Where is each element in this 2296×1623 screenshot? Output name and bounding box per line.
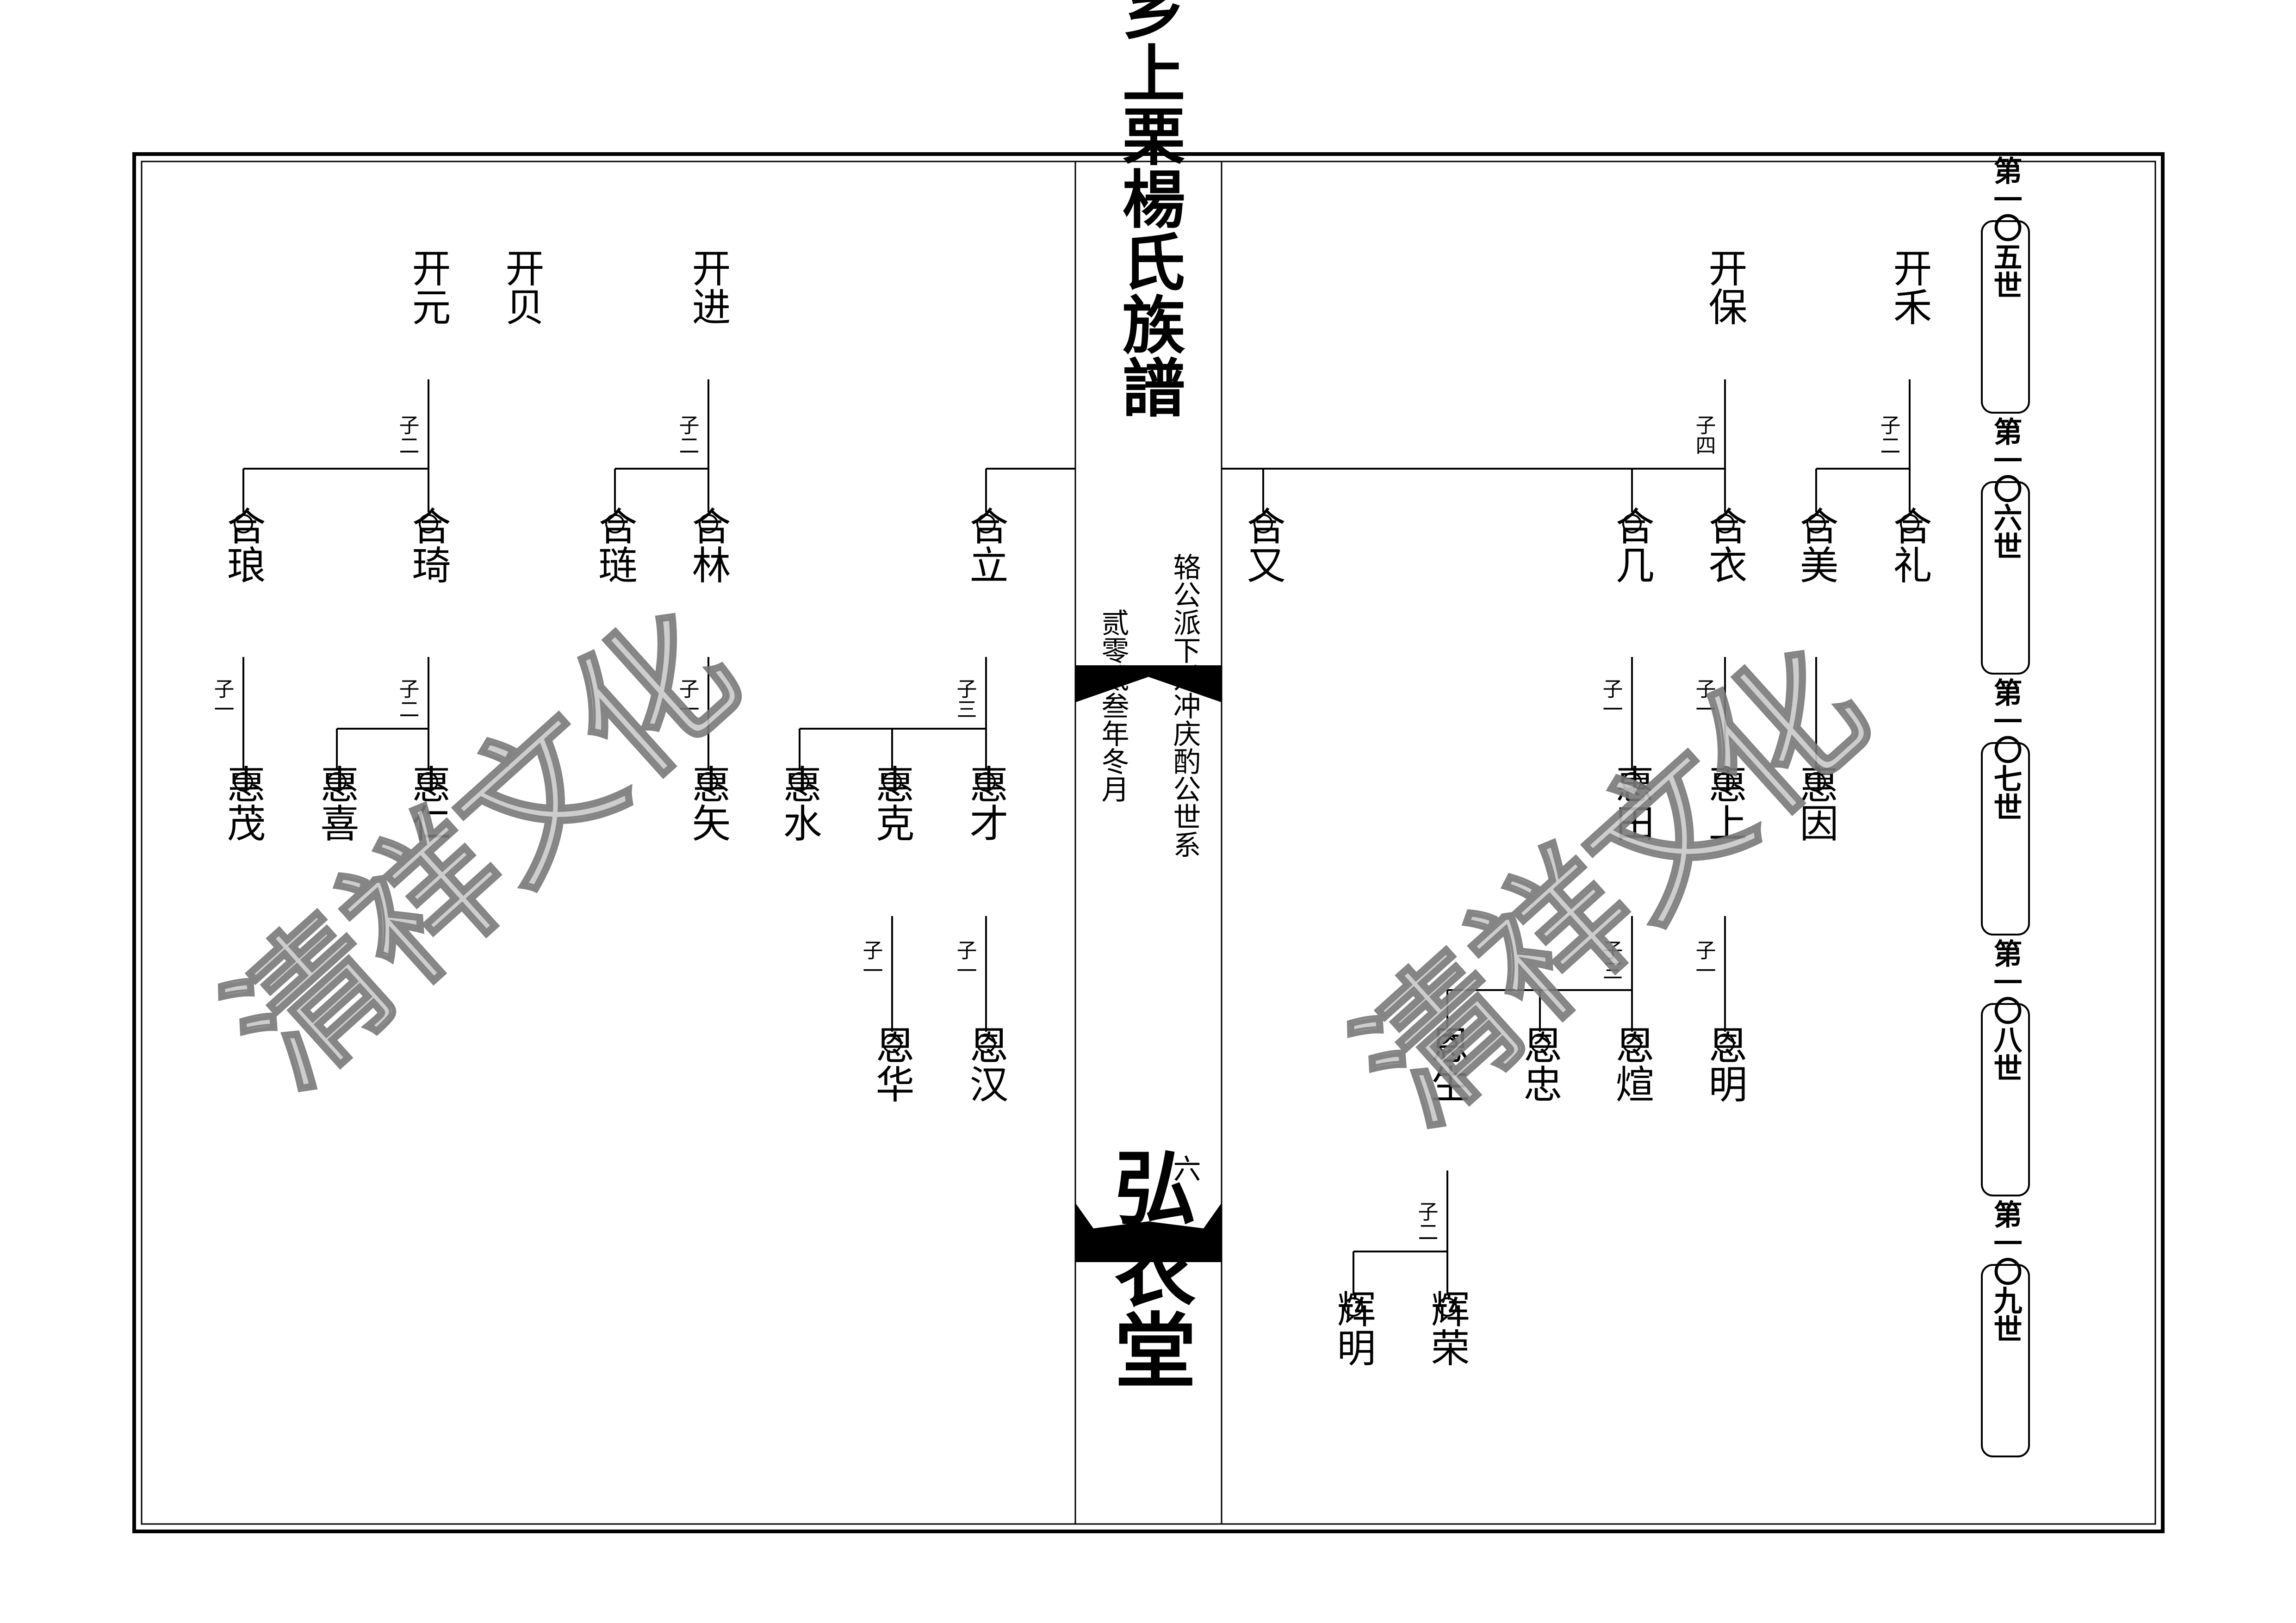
compile-date: 贰零贰叁年冬月 bbox=[1097, 608, 1129, 803]
child-count-en-sheng: 子二 bbox=[1415, 1201, 1438, 1242]
generation-badge-109: 第一〇九世 bbox=[1989, 1200, 2023, 1343]
person-hui-shui: 惠水 bbox=[777, 764, 822, 842]
person-en-xuan: 恩煊 bbox=[1609, 1025, 1655, 1103]
child-count-he-lang: 子一 bbox=[211, 678, 234, 719]
person-he-lian: 合琏 bbox=[592, 506, 638, 584]
hall-name: 弘农堂 bbox=[1101, 1146, 1197, 1390]
inner-border bbox=[141, 161, 2156, 1525]
generation-badge-107: 第一〇七世 bbox=[1989, 678, 2023, 821]
person-en-han: 恩汉 bbox=[963, 1025, 1009, 1103]
node-markers bbox=[234, 514, 1919, 1317]
generation-badges: 第一〇五世 第一〇六世 第一〇七世 第一〇八世 第一〇九世 bbox=[1981, 156, 2030, 1457]
child-count-kai-yuan: 子二 bbox=[396, 415, 419, 455]
lineage-text: 辂公派下对冲庆酌公世系 bbox=[1168, 553, 1201, 858]
person-he-qi: 合琦 bbox=[406, 506, 451, 584]
center-spine: 萍乡上栗楊氏族譜 辂公派下对冲庆酌公世系 贰零贰叁年冬月 六 弘农堂 bbox=[1074, 0, 1222, 1524]
person-hui-shang: 惠上 bbox=[1702, 764, 1748, 842]
book-title: 萍乡上栗楊氏族譜 bbox=[1111, 0, 1185, 418]
person-kai-yuan: 开元 bbox=[406, 248, 451, 326]
child-count-he-li: 子二 bbox=[1877, 415, 1900, 455]
fishtail-top bbox=[1075, 665, 1222, 702]
person-kai-bao: 开保 bbox=[1702, 248, 1748, 326]
child-count-kai-jin: 子二 bbox=[676, 415, 699, 455]
child-count-he-lin: 子一 bbox=[676, 678, 699, 719]
child-count-he-li-left: 子三 bbox=[953, 678, 977, 719]
person-he-mei: 合美 bbox=[1793, 506, 1839, 584]
person-kai-he: 开禾 bbox=[1887, 248, 1932, 326]
person-en-zhong: 恩忠 bbox=[1517, 1025, 1563, 1103]
child-count-hui-tian: 子三 bbox=[1599, 940, 1623, 980]
child-count-hui-ke: 子一 bbox=[859, 940, 883, 980]
person-hui-ming: 辉明 bbox=[1331, 1289, 1376, 1367]
person-he-li: 合礼 bbox=[1887, 506, 1932, 584]
person-he-lang: 合琅 bbox=[221, 506, 266, 584]
child-count-kai-bao: 子四 bbox=[1692, 415, 1716, 455]
person-he-yi: 合衣 bbox=[1702, 506, 1748, 584]
person-he-ji: 合几 bbox=[1609, 506, 1655, 584]
person-he-li-left: 合立 bbox=[963, 506, 1009, 584]
person-hui-ren: 惠仁 bbox=[406, 764, 451, 842]
person-en-sheng: 恩生 bbox=[1425, 1025, 1470, 1103]
person-hui-shi: 惠矢 bbox=[686, 764, 731, 842]
person-hui-yin: 惠因 bbox=[1793, 764, 1839, 842]
person-hui-cai: 惠才 bbox=[963, 764, 1009, 842]
child-count-he-qi: 子二 bbox=[396, 678, 419, 719]
generation-badge-105: 第一〇五世 bbox=[1989, 156, 2023, 299]
outer-border bbox=[132, 152, 2165, 1533]
generation-badge-108: 第一〇八世 bbox=[1989, 939, 2023, 1082]
child-count-hui-shang: 子一 bbox=[1692, 940, 1716, 980]
person-hui-tian: 惠田 bbox=[1609, 764, 1655, 842]
child-count-labels: 子二 子四 子一 子一 子一 子三 子二 子二 子二 子三 子一 子二 子一 子… bbox=[211, 415, 1900, 1242]
person-hui-rong: 辉荣 bbox=[1425, 1289, 1470, 1367]
svg-text:清祥文化: 清祥文化 bbox=[195, 577, 769, 1120]
tree-lines-left bbox=[242, 379, 1075, 1032]
page-number: 六 bbox=[1168, 1154, 1201, 1182]
person-en-hua: 恩华 bbox=[869, 1025, 915, 1103]
generation-badge-106: 第一〇六世 bbox=[1989, 417, 2023, 560]
child-count-he-yi: 子一 bbox=[1692, 678, 1716, 719]
person-kai-bei: 开贝 bbox=[499, 248, 545, 326]
person-hui-ke: 惠克 bbox=[869, 764, 915, 842]
child-count-he-ji: 子一 bbox=[1599, 678, 1623, 719]
watermark-left: 清祥文化 bbox=[194, 576, 771, 1121]
tree-lines-right bbox=[1222, 379, 1911, 1295]
person-kai-jin: 开进 bbox=[686, 248, 731, 326]
person-en-ming: 恩明 bbox=[1702, 1025, 1748, 1103]
person-hui-mao: 惠茂 bbox=[221, 764, 266, 842]
person-hui-xi: 惠喜 bbox=[314, 764, 360, 842]
person-he-you: 合又 bbox=[1241, 506, 1286, 584]
person-names: 开禾 开保 开进 开贝 开元 合礼 合美 合衣 合几 合又 合立 合林 合琏 合… bbox=[221, 248, 1932, 1367]
person-he-lin: 合林 bbox=[686, 506, 731, 584]
child-count-hui-cai: 子一 bbox=[953, 940, 977, 980]
